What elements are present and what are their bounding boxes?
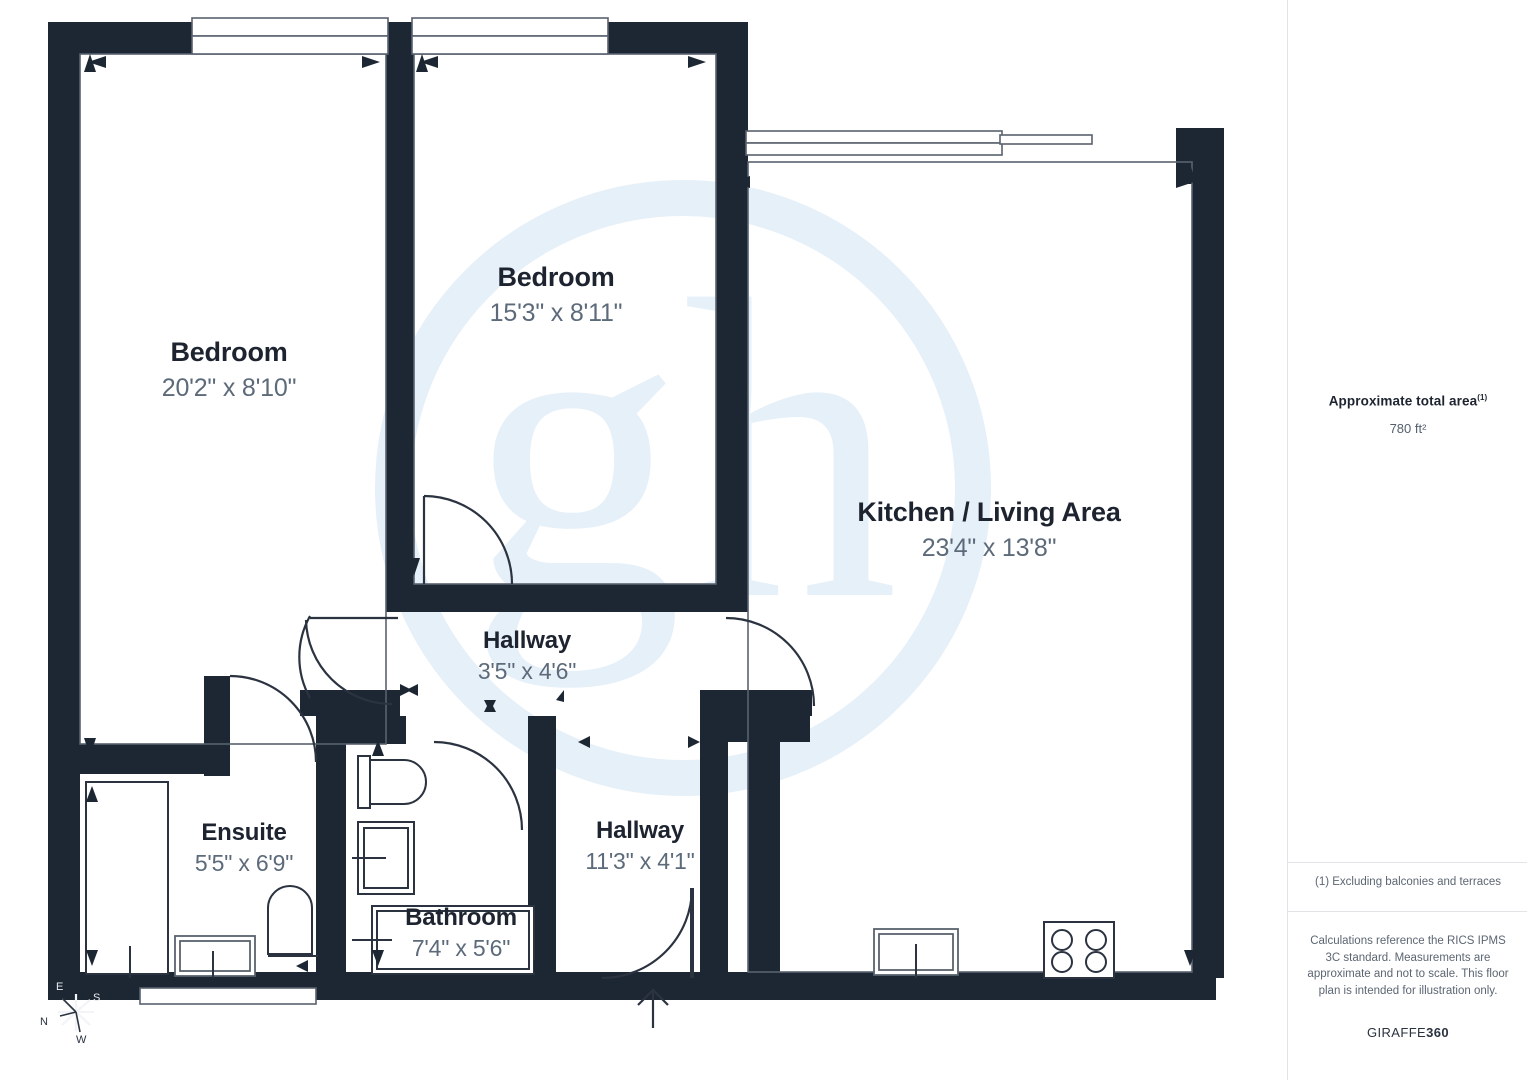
compass-label-east: E: [56, 981, 64, 993]
area-footnote: (1) Excluding balconies and terraces: [1314, 876, 1502, 888]
window-ensuite-side: [139, 987, 317, 1005]
sidebar-divider-top: [1288, 862, 1527, 863]
room-label-ensuite: Ensuite 5'5" x 6'9": [194, 819, 294, 877]
room-label-hallway-2: Hallway 11'3" x 4'1": [585, 817, 695, 875]
window-bedroom-2: [411, 17, 609, 55]
sliding-door-kitchen: [745, 130, 1093, 156]
room-label-hallway-1: Hallway 3'5" x 4'6": [477, 627, 577, 685]
compass-label-north: N: [40, 1016, 48, 1028]
logo-prefix: GIRAFFE: [1366, 1025, 1427, 1040]
compass-label-west: W: [76, 1034, 87, 1046]
kitchen-fixtures: [1043, 921, 1115, 979]
sink-bathroom: [352, 821, 415, 895]
room-dimensions: 11'3" x 4'1": [585, 848, 695, 875]
bathroom-fixtures: [352, 755, 535, 975]
room-name: Bathroom: [405, 904, 517, 931]
room-label-bedroom-1: Bedroom 20'2" x 8'10": [161, 337, 297, 402]
room-name: Hallway: [483, 627, 571, 654]
disclaimer-text: Calculations reference the RICS IPMS 3C …: [1307, 935, 1509, 997]
room-name: Bedroom: [497, 262, 615, 292]
watermark-logo: gh: [375, 180, 991, 796]
room-label-bedroom-2: Bedroom 15'3" x 8'11": [489, 262, 623, 327]
compass-label-south: S: [93, 992, 101, 1004]
room-name: Hallway: [596, 817, 684, 844]
compass-pointer: [59, 997, 81, 1033]
room-label-kitchen-living: Kitchen / Living Area 23'4" x 13'8": [857, 497, 1121, 562]
toilet-bathroom: [357, 755, 427, 809]
window-ensuite-bottom: [174, 935, 256, 978]
info-sidebar: Approximate total area(1) 780 ft² (1) Ex…: [1287, 0, 1527, 1080]
ensuite-fixtures: [85, 781, 318, 978]
total-area-footnote-marker: (1): [1477, 393, 1488, 402]
entrance-arrow: [637, 988, 669, 1028]
window-bedroom-1: [191, 17, 389, 55]
room-dimensions: 5'5" x 6'9": [194, 850, 294, 877]
room-dimensions: 15'3" x 8'11": [489, 298, 623, 327]
total-area-value: 780 ft²: [1389, 420, 1427, 436]
room-dimensions: 7'4" x 5'6": [411, 935, 511, 962]
hob-cooker: [1043, 921, 1115, 979]
room-label-bathroom: Bathroom 7'4" x 5'6": [405, 904, 517, 962]
room-dimensions: 3'5" x 4'6": [477, 658, 577, 685]
total-area-block: Approximate total area(1) 780 ft²: [1288, 393, 1527, 436]
floor-plan-canvas: gh: [48, 17, 1224, 1028]
shower-ensuite: [85, 781, 169, 978]
room-name: Bedroom: [170, 337, 288, 367]
room-dimensions: 23'4" x 13'8": [921, 533, 1057, 562]
total-area-title-text: Approximate total area: [1328, 393, 1478, 409]
giraffe360-logo: GIRAFFE360: [1288, 1025, 1527, 1040]
logo-suffix: 360: [1426, 1025, 1450, 1040]
sidebar-divider-bottom: [1288, 911, 1527, 912]
room-name: Kitchen / Living Area: [857, 497, 1121, 527]
room-name: Ensuite: [201, 819, 287, 846]
dimension-markers: [84, 54, 1196, 972]
window-kitchen-bottom: [873, 928, 959, 978]
room-dimensions: 20'2" x 8'10": [161, 373, 297, 402]
compass-rose: E S N W: [36, 978, 122, 1050]
total-area-title: Approximate total area(1): [1288, 393, 1527, 409]
toilet-ensuite: [267, 885, 318, 957]
walls: [48, 22, 1224, 1000]
doors: [229, 494, 816, 980]
bathtub: [352, 905, 535, 975]
